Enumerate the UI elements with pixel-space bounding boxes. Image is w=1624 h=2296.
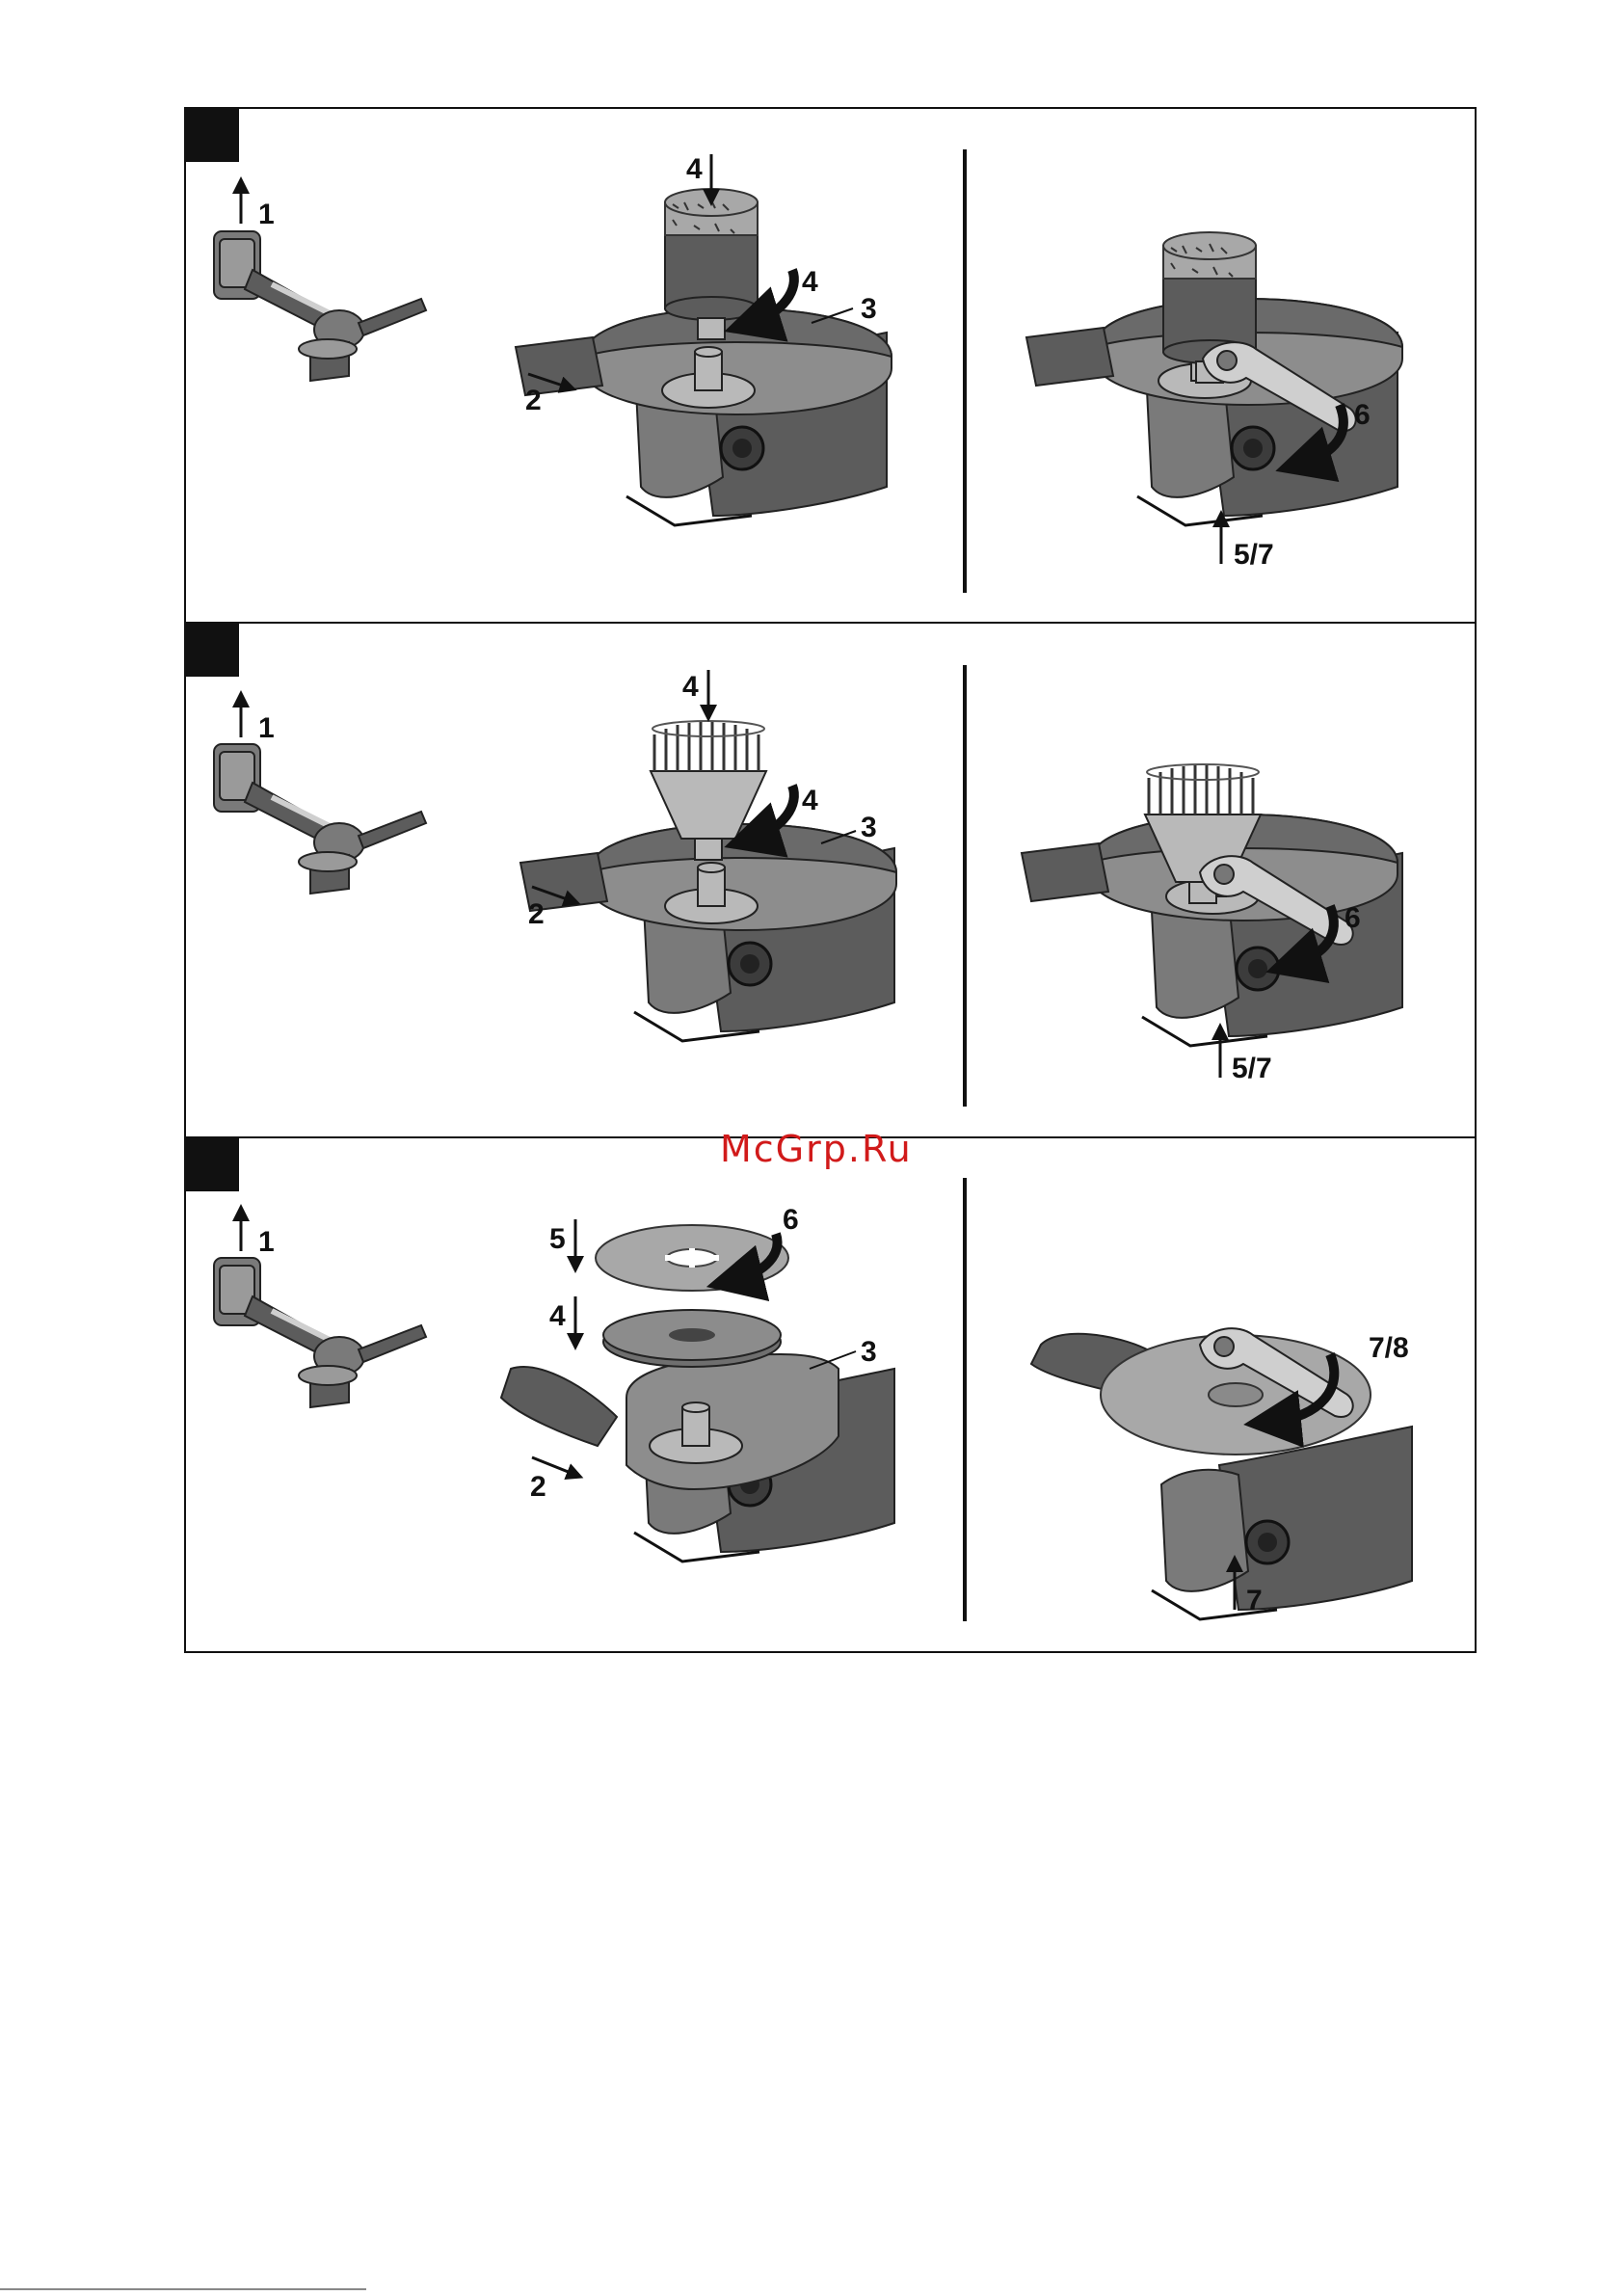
step-mount-core-bit: 4 4 3 2 [516,153,892,525]
panel-number-box-2 [185,623,239,677]
grinder-head [1152,1427,1412,1619]
label-guard: 3 [861,812,877,843]
step-remove-battery: 1 [214,1213,426,1407]
label-nut: 6 [783,1204,799,1236]
label-tighten: 7/8 [1369,1332,1409,1364]
label-lock-release: 5/7 [1234,539,1274,571]
label-disc: 5 [549,1223,566,1255]
step-tighten-core-bit: 6 5/7 [1026,232,1402,571]
label-spindle-lock: 2 [525,385,542,416]
step-mount-cup-brush: 4 4 3 2 [520,670,896,1041]
label-mount-rotate: 4 [802,785,818,816]
panel-number-box-1 [185,108,239,162]
panel-2: 1 4 4 3 2 6 5/7 [214,670,1402,1084]
label-remove-battery: 1 [258,1226,275,1258]
flange [603,1310,781,1367]
cutting-disc [596,1225,788,1291]
step-remove-battery: 1 [214,185,426,381]
label-spindle-lock: 2 [528,898,545,930]
panel-3: 1 5 4 6 3 [214,1204,1412,1619]
label-guard: 3 [861,1336,877,1368]
panel-1: 1 4 4 3 2 6 5/7 [214,153,1402,571]
panel-number-box-3 [185,1137,239,1191]
angle-grinder-icon [214,744,426,894]
label-wrench: 6 [1354,399,1371,431]
step-tighten-cutting-disc: 7/8 7 [1031,1328,1412,1619]
angle-grinder-icon [214,231,426,381]
label-remove-battery: 1 [258,199,275,230]
label-lock-release: 7 [1246,1585,1263,1616]
watermark: McGrp.Ru [720,1128,913,1170]
label-wrench: 6 [1344,902,1361,934]
step-remove-battery: 1 [214,699,426,894]
label-flange: 4 [549,1300,566,1332]
label-remove-battery: 1 [258,712,275,744]
label-guard: 3 [861,293,877,325]
core-bit [665,189,758,339]
label-lock-release: 5/7 [1232,1053,1272,1084]
label-mount-rotate: 4 [802,266,818,298]
label-mount-top: 4 [682,671,699,703]
label-spindle-lock: 2 [530,1471,546,1503]
angle-grinder-icon [214,1258,426,1407]
label-mount-top: 4 [686,153,703,185]
step-tighten-cup-brush: 6 5/7 [1022,764,1402,1084]
guard-handle [501,1367,617,1446]
step-mount-cutting-disc: 5 4 6 3 2 [501,1204,894,1562]
